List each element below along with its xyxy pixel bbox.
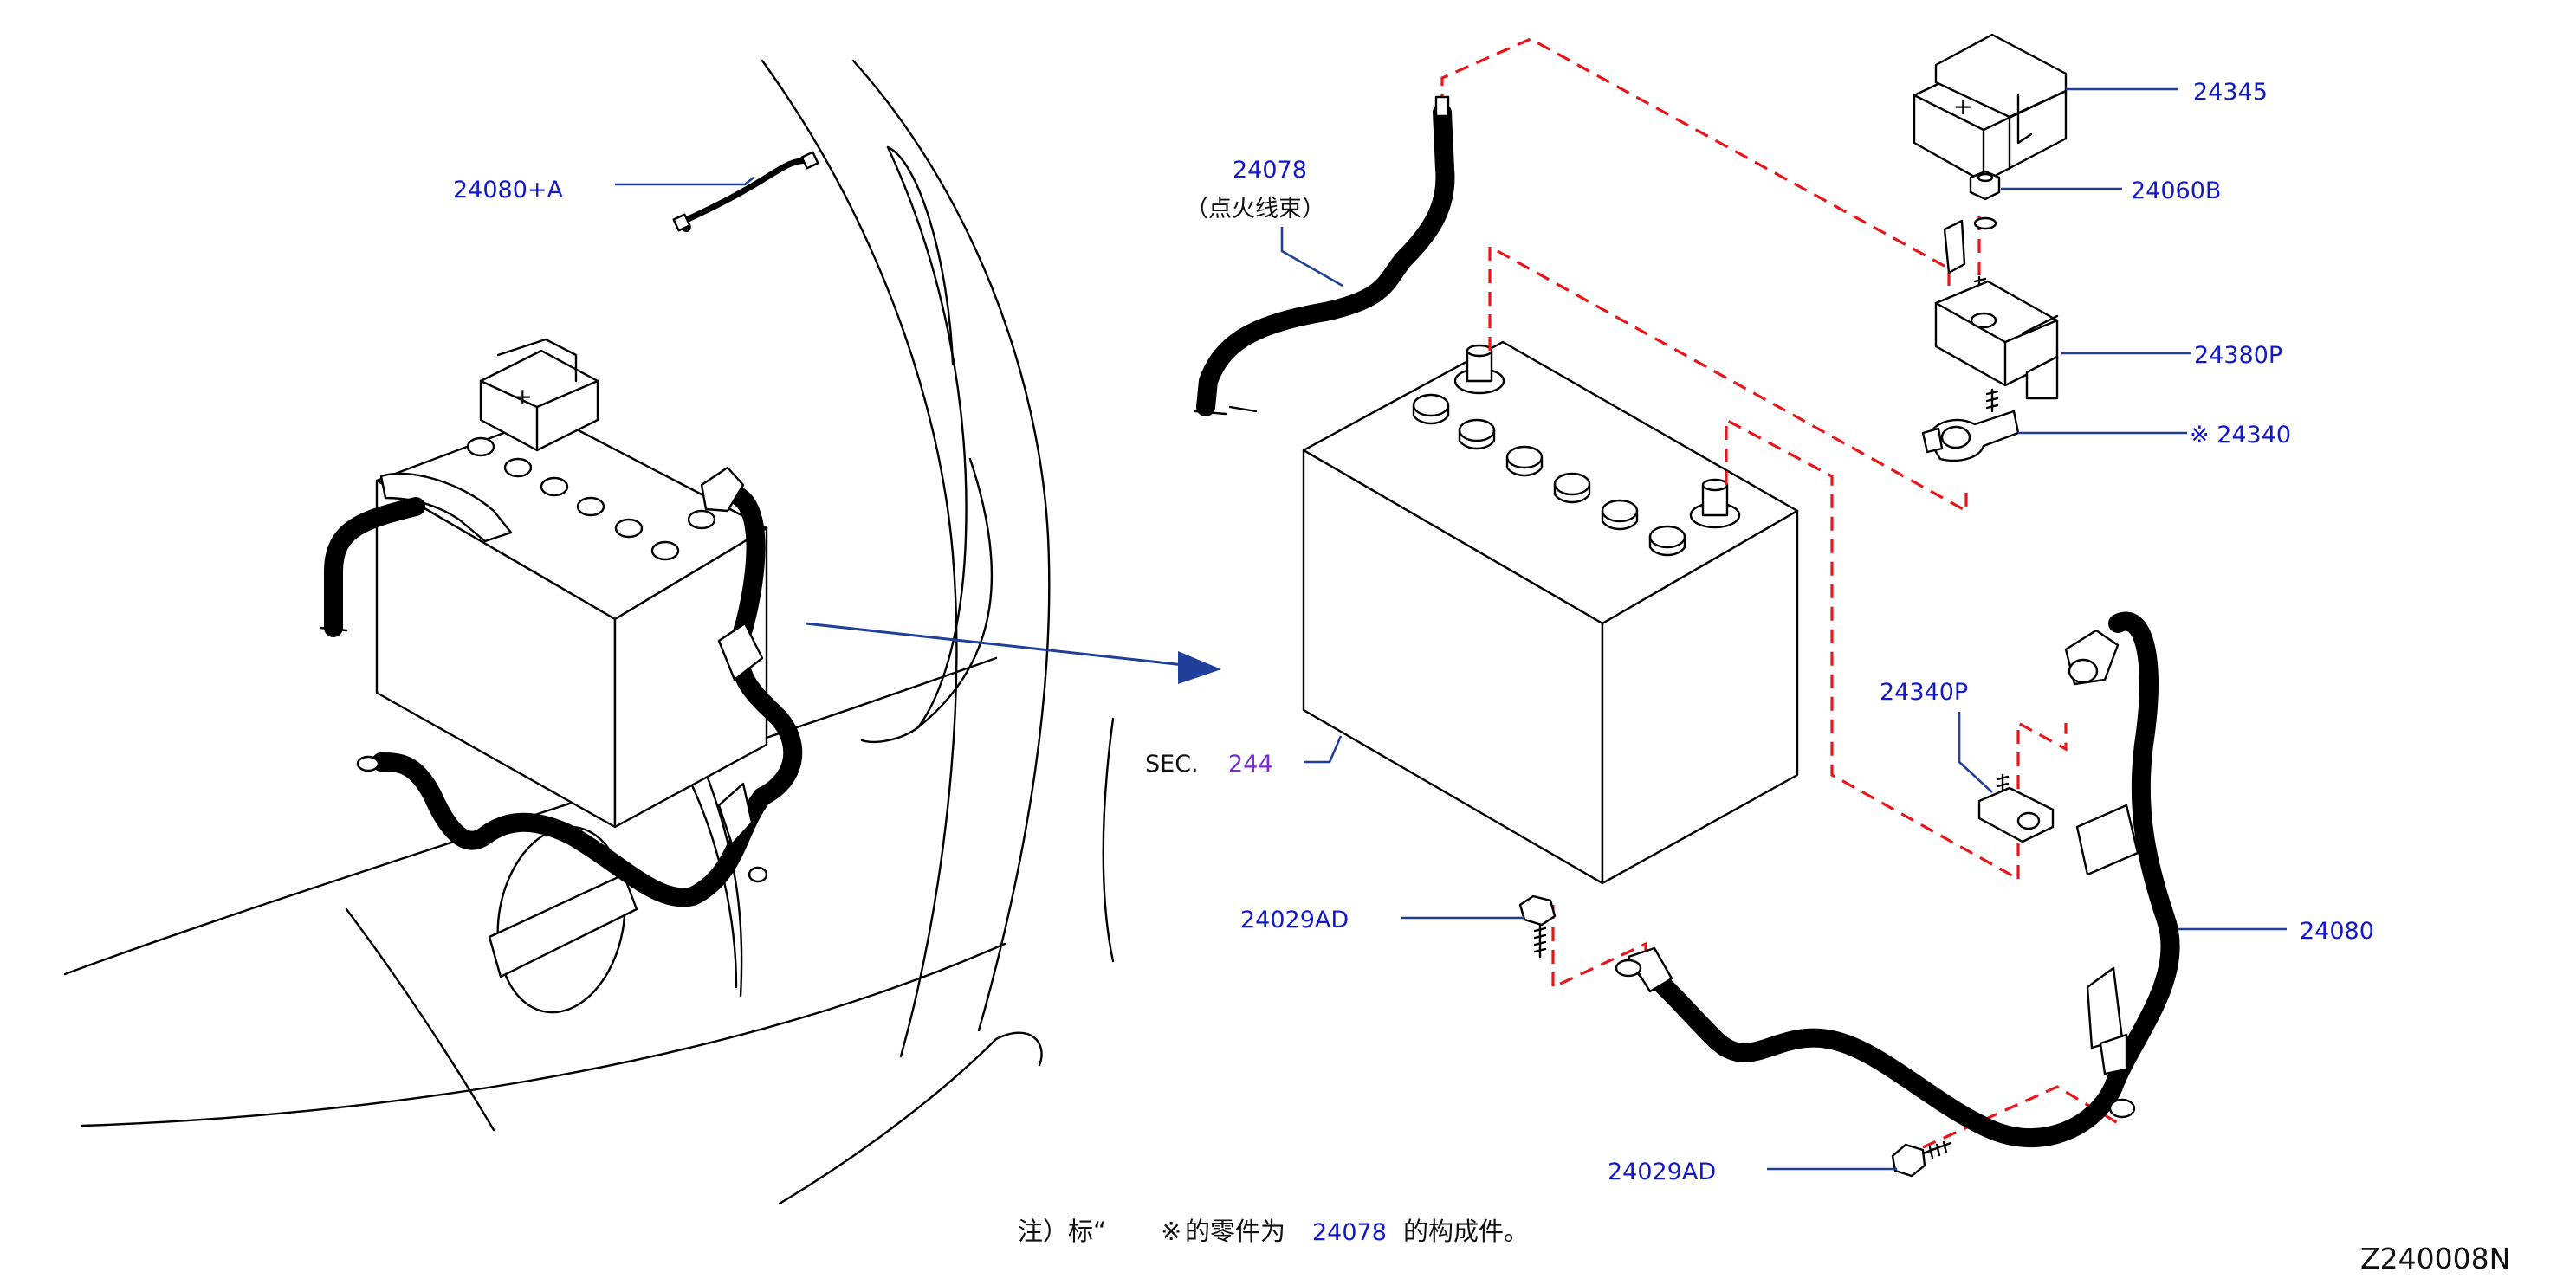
battery-illustration — [1302, 340, 1799, 885]
note-suffix: 的构成件。 — [1403, 1217, 1529, 1246]
label-24080[interactable]: 24080 — [2300, 918, 2374, 945]
note-part-link[interactable]: 24078 — [1312, 1219, 1387, 1246]
nut-24060B — [1969, 170, 2001, 230]
bracket-24380P — [1934, 280, 2059, 400]
diagram-code: Z240008N — [2360, 1242, 2510, 1275]
bolt-24029AD-upper — [1518, 894, 1557, 959]
note-mark: ※ — [1161, 1217, 1181, 1246]
label-24029AD-lower[interactable]: 24029AD — [1608, 1159, 1716, 1185]
label-24080A[interactable]: 24080+A — [453, 177, 564, 203]
callout-labels: 24080+A 24078 （点火线束） 24345 24060B 24380P… — [453, 79, 2374, 1185]
label-sec-prefix: SEC. — [1145, 751, 1199, 778]
terminal-cover-24345: + — [1913, 33, 2068, 184]
label-24340[interactable]: ※ 24340 — [2190, 422, 2291, 449]
note-prefix: 注）标“ — [1018, 1217, 1106, 1246]
battery-cell-caps — [466, 436, 716, 561]
svg-text:+: + — [513, 384, 533, 410]
vehicle-overview: + — [63, 59, 1221, 1205]
label-24029AD-upper[interactable]: 24029AD — [1240, 907, 1349, 933]
label-24345[interactable]: 24345 — [2193, 79, 2268, 106]
callout-leaders — [615, 87, 2287, 1171]
label-24380P[interactable]: 24380P — [2194, 342, 2282, 369]
note-middle: 的零件为 — [1185, 1217, 1285, 1246]
exploded-view: + — [1194, 33, 2180, 1178]
terminal-clamp-24340 — [1921, 388, 2020, 462]
terminal-clamp-24340P — [1977, 773, 2055, 843]
label-24078[interactable]: 24078 — [1233, 157, 1307, 184]
svg-text:+: + — [1953, 94, 1973, 120]
footnote: 注）标“ ※ 的零件为 24078 的构成件。 — [1018, 1217, 1529, 1246]
label-24060B[interactable]: 24060B — [2131, 178, 2221, 204]
label-24340P[interactable]: 24340P — [1880, 679, 1968, 706]
label-24078-desc: （点火线束） — [1185, 196, 1325, 223]
label-sec-244[interactable]: 244 — [1228, 751, 1273, 778]
bolt-24029AD-lower — [1891, 1140, 1952, 1178]
